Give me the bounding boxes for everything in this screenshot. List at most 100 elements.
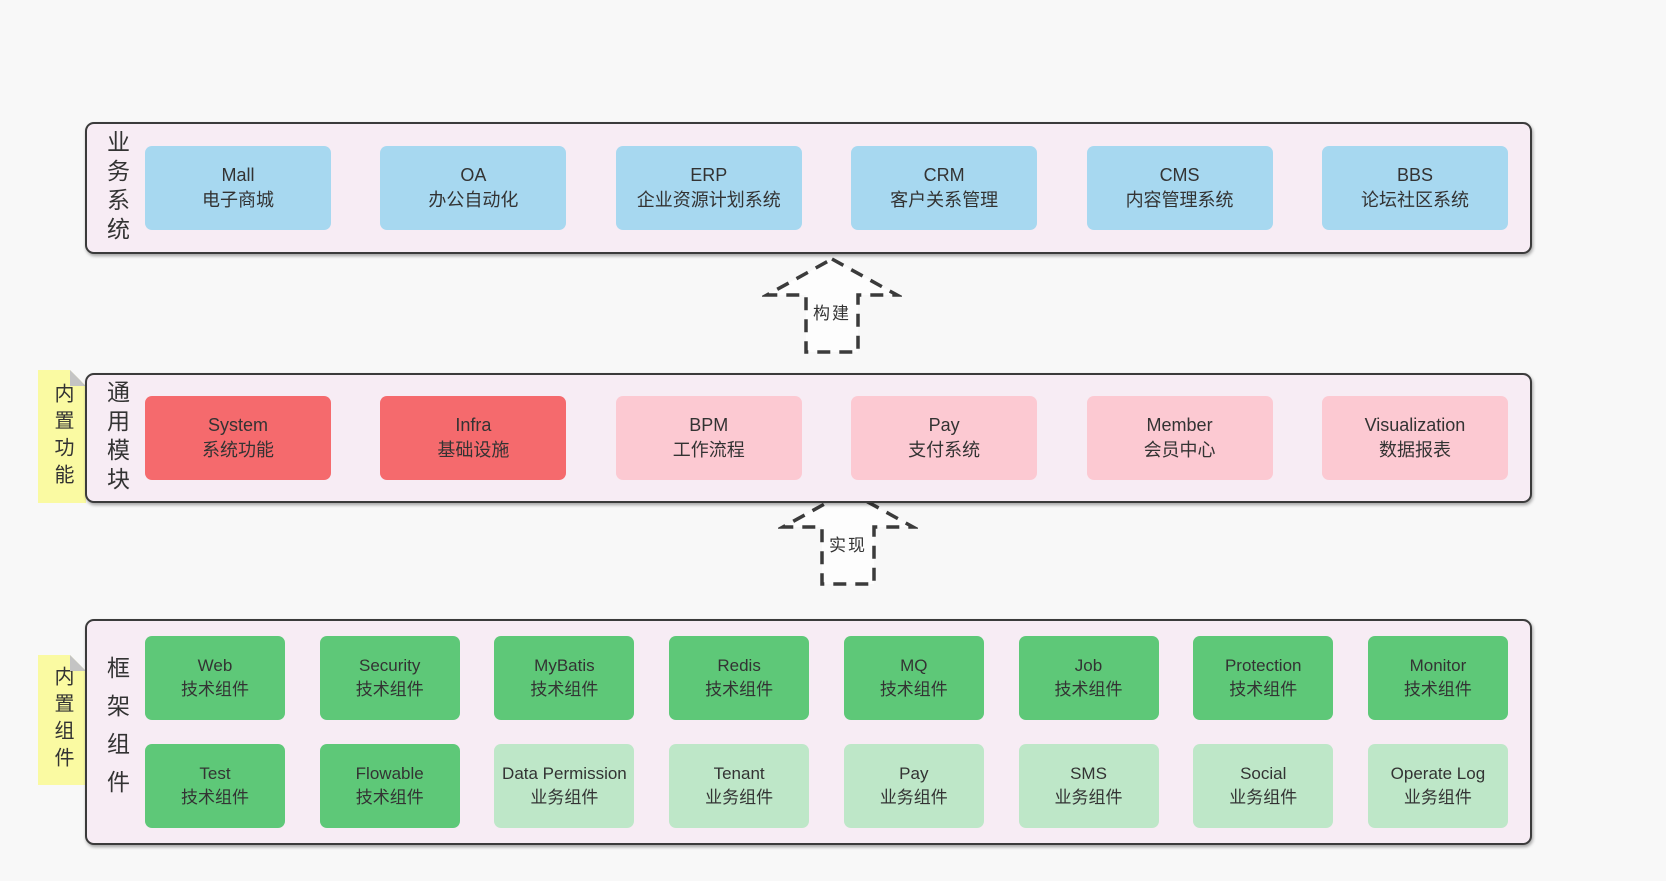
box-name: System: [207, 415, 268, 435]
box-desc: 技术组件: [355, 788, 424, 807]
sticky-note-builtin-components: 内置组件: [38, 655, 86, 785]
box-web: Web 技术组件: [145, 636, 285, 720]
box-sms: SMS 业务组件: [1018, 744, 1159, 828]
box-name: OA: [460, 165, 487, 185]
box-desc: 电子商城: [202, 190, 274, 210]
box-desc: 支付系统: [908, 440, 981, 460]
box-name: MyBatis: [534, 656, 595, 675]
box-name: Tenant: [713, 764, 765, 783]
box-bpm: BPM 工作流程: [615, 396, 802, 480]
box-security: Security 技术组件: [319, 636, 460, 720]
box-pay-business: Pay 业务组件: [843, 744, 984, 828]
box-desc: 技术组件: [705, 680, 774, 699]
box-desc: 业务组件: [1054, 788, 1123, 807]
box-tenant: Tenant 业务组件: [669, 744, 810, 828]
box-name: Monitor: [1409, 656, 1467, 675]
box-desc: 数据报表: [1378, 440, 1451, 460]
box-name: Security: [358, 656, 421, 675]
box-name: Data Permission: [502, 764, 627, 783]
box-crm: CRM 客户关系管理: [851, 146, 1038, 230]
box-name: ERP: [690, 165, 728, 185]
box-desc: 业务组件: [879, 788, 948, 807]
box-mall: Mall 电子商城: [145, 146, 331, 230]
box-name: BPM: [689, 415, 729, 435]
box-mybatis: MyBatis 技术组件: [494, 636, 635, 720]
section-framework-components: 框架组件 Web 技术组件 Security 技术组件 MyBatis 技术组件…: [85, 619, 1532, 845]
box-name: SMS: [1070, 764, 1107, 783]
section-label-common-modules: 通用模块: [103, 380, 130, 496]
box-name: CMS: [1159, 165, 1200, 185]
box-name: Protection: [1224, 656, 1302, 675]
box-desc: 内容管理系统: [1125, 190, 1234, 210]
sticky-note-builtin-features: 内置功能: [38, 370, 86, 503]
box-desc: 技术组件: [181, 788, 249, 807]
box-desc: 技术组件: [1229, 680, 1298, 699]
section-common-modules: 通用模块 System 系统功能 Infra 基础设施 BPM 工作流程 Pay…: [85, 373, 1532, 503]
box-desc: 业务组件: [1403, 788, 1472, 807]
box-oa: OA 办公自动化: [380, 146, 567, 230]
box-name: Test: [199, 764, 231, 783]
box-bbs: BBS 论坛社区系统: [1321, 146, 1508, 230]
box-name: Member: [1146, 415, 1213, 435]
box-name: BBS: [1396, 165, 1433, 185]
box-name: Pay: [928, 415, 960, 435]
box-pay: Pay 支付系统: [851, 396, 1038, 480]
modules-boxes-row: System 系统功能 Infra 基础设施 BPM 工作流程 Pay 支付系统…: [145, 396, 1530, 480]
arrow-implement: 实现: [778, 488, 918, 588]
box-desc: 业务组件: [705, 788, 774, 807]
box-name: Infra: [455, 415, 492, 435]
arrow-build-label: 构建: [809, 298, 855, 325]
box-desc: 系统功能: [202, 440, 274, 460]
box-mq: MQ 技术组件: [843, 636, 984, 720]
business-boxes-row: Mall 电子商城 OA 办公自动化 ERP 企业资源计划系统 CRM 客户关系…: [145, 146, 1530, 230]
box-name: Flowable: [355, 764, 424, 783]
box-desc: 技术组件: [1403, 680, 1472, 699]
box-name: Redis: [717, 656, 761, 675]
box-social: Social 业务组件: [1193, 744, 1334, 828]
box-desc: 技术组件: [879, 680, 948, 699]
section-business-systems: 业务系统 Mall 电子商城 OA 办公自动化 ERP 企业资源计划系统 CRM…: [85, 122, 1532, 254]
box-desc: 技术组件: [355, 680, 424, 699]
section-label-business-systems: 业务系统: [103, 130, 130, 246]
arrow-implement-label: 实现: [825, 530, 871, 557]
box-desc: 技术组件: [530, 680, 599, 699]
framework-rows: Web 技术组件 Security 技术组件 MyBatis 技术组件 Redi…: [145, 636, 1530, 828]
box-monitor: Monitor 技术组件: [1367, 636, 1508, 720]
box-infra: Infra 基础设施: [380, 396, 567, 480]
box-name: Operate Log: [1390, 764, 1486, 783]
box-desc: 技术组件: [1054, 680, 1123, 699]
box-desc: 企业资源计划系统: [636, 190, 781, 210]
framework-row-1: Web 技术组件 Security 技术组件 MyBatis 技术组件 Redi…: [145, 636, 1508, 720]
box-erp: ERP 企业资源计划系统: [615, 146, 802, 230]
box-name: MQ: [900, 656, 928, 675]
box-data-permission: Data Permission 业务组件: [494, 744, 635, 828]
section-label-framework-components: 框架组件: [103, 656, 130, 808]
box-operate-log: Operate Log 业务组件: [1367, 744, 1508, 828]
box-desc: 基础设施: [437, 440, 510, 460]
box-visualization: Visualization 数据报表: [1321, 396, 1508, 480]
sticky-note-label: 内置功能: [51, 382, 73, 491]
box-desc: 论坛社区系统: [1360, 190, 1469, 210]
box-desc: 工作流程: [672, 440, 745, 460]
box-system: System 系统功能: [145, 396, 331, 480]
box-name: Pay: [899, 764, 929, 783]
sticky-note-label: 内置组件: [51, 666, 73, 774]
box-desc: 会员中心: [1143, 440, 1216, 460]
box-cms: CMS 内容管理系统: [1086, 146, 1273, 230]
box-name: Visualization: [1364, 415, 1466, 435]
box-name: Social: [1240, 764, 1287, 783]
box-desc: 业务组件: [530, 788, 599, 807]
box-desc: 业务组件: [1229, 788, 1298, 807]
box-flowable: Flowable 技术组件: [319, 744, 460, 828]
box-test: Test 技术组件: [145, 744, 285, 828]
box-redis: Redis 技术组件: [669, 636, 810, 720]
box-name: Mall: [221, 165, 255, 185]
box-name: Web: [197, 656, 233, 675]
box-member: Member 会员中心: [1086, 396, 1273, 480]
box-protection: Protection 技术组件: [1193, 636, 1334, 720]
box-name: CRM: [923, 165, 965, 185]
box-desc: 技术组件: [181, 680, 249, 699]
box-desc: 办公自动化: [428, 190, 519, 210]
arrow-build: 构建: [762, 256, 902, 356]
